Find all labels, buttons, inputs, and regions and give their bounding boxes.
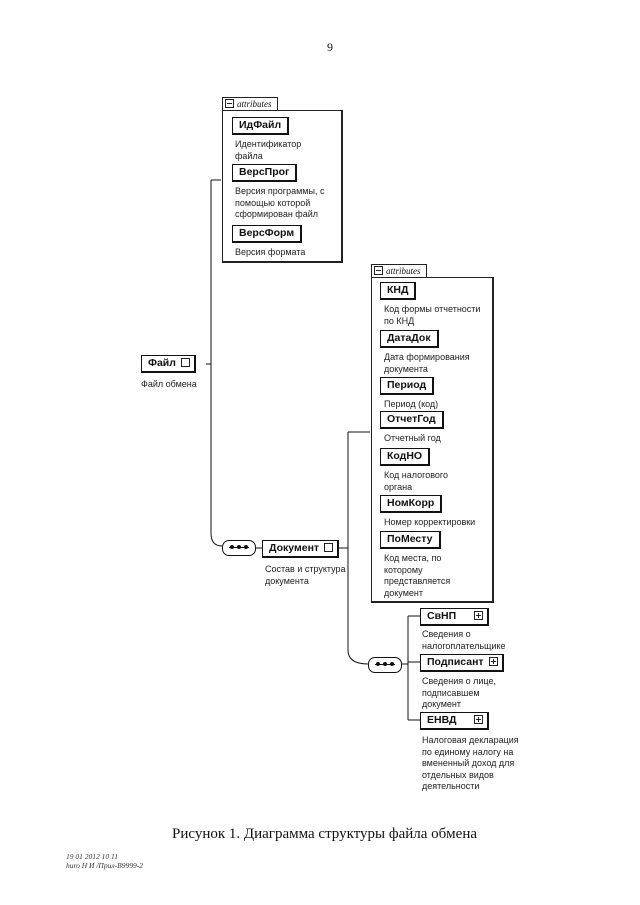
footer-stamp-line: huro Н И /Прил-В9999-2 (66, 861, 143, 870)
attr-nomkorr-desc: Номер корректировки (384, 517, 476, 527)
figure-caption: Рисунок 1. Диаграмма структуры файла обм… (172, 826, 478, 842)
attr-idfile-desc: Идентификатор файла (235, 139, 302, 161)
attr-datadok-desc: Дата формирования документа (384, 352, 470, 374)
footer-stamp-line: 19 01 2012 10 11 (66, 852, 118, 861)
attr-versform-desc: Версия формата (235, 247, 306, 257)
attributes-tab-label: attributes (237, 99, 272, 109)
attr-pomestu-desc: Код места, по которому представляется до… (384, 553, 451, 598)
attributes-tab[interactable]: attributes (371, 264, 427, 277)
root-element-label: Файл (148, 357, 176, 369)
attributes-tab-label: attributes (386, 266, 421, 276)
child-envd-label: ЕНВД (427, 714, 457, 726)
child-envd-desc: Налоговая декларация по единому налогу н… (422, 735, 519, 791)
collapse-icon (225, 99, 234, 108)
child-svnp[interactable]: СвНП (420, 608, 489, 626)
attr-kodno-desc: Код налогового органа (384, 470, 449, 492)
sequence-icon (368, 657, 402, 673)
sequence-icon (222, 540, 256, 556)
attr-knd[interactable]: КНД (380, 282, 417, 300)
document-element-label: Документ (269, 542, 320, 554)
attr-kodno[interactable]: КодНО (380, 448, 431, 466)
attr-versprog[interactable]: ВерсПрог (232, 164, 298, 182)
page-number: 9 (327, 40, 333, 54)
child-svnp-desc: Сведения о налогоплательщике (422, 629, 506, 651)
collapse-icon[interactable] (180, 358, 190, 367)
expand-icon[interactable] (474, 715, 483, 724)
attr-versform[interactable]: ВерсФорм (232, 225, 303, 243)
root-element[interactable]: Файл (141, 355, 196, 373)
document-element[interactable]: Документ (262, 540, 340, 558)
child-envd[interactable]: ЕНВД (420, 712, 489, 730)
attr-pomestu[interactable]: ПоМесту (380, 531, 441, 549)
child-svnp-label: СвНП (427, 610, 457, 622)
attributes-tab[interactable]: attributes (222, 97, 278, 110)
attr-versprog-desc: Версия программы, с помощью которой сфор… (235, 186, 325, 219)
collapse-icon[interactable] (324, 543, 334, 552)
attr-knd-desc: Код формы отчетности по КНД (384, 304, 481, 326)
child-podpisant[interactable]: Подписант (420, 654, 504, 672)
attr-nomkorr[interactable]: НомКорр (380, 495, 443, 513)
attr-otchetgod[interactable]: ОтчетГод (380, 411, 444, 429)
child-podpisant-desc: Сведения о лице, подписавшем документ (422, 676, 496, 709)
attr-otchetgod-desc: Отчетный год (384, 433, 441, 443)
root-element-desc: Файл обмена (141, 379, 197, 389)
expand-icon[interactable] (474, 611, 483, 620)
child-podpisant-label: Подписант (427, 656, 484, 668)
attr-period[interactable]: Период (380, 377, 435, 395)
attr-period-desc: Период (код) (384, 399, 439, 409)
footer-stamp: 19 01 2012 10 11 huro Н И /Прил-В9999-2 (66, 852, 143, 870)
expand-icon[interactable] (488, 657, 498, 666)
attr-idfile[interactable]: ИдФайл (232, 117, 290, 135)
attr-datadok[interactable]: ДатаДок (380, 330, 439, 348)
document-element-desc: Состав и структура документа (265, 564, 346, 586)
collapse-icon (374, 266, 383, 275)
